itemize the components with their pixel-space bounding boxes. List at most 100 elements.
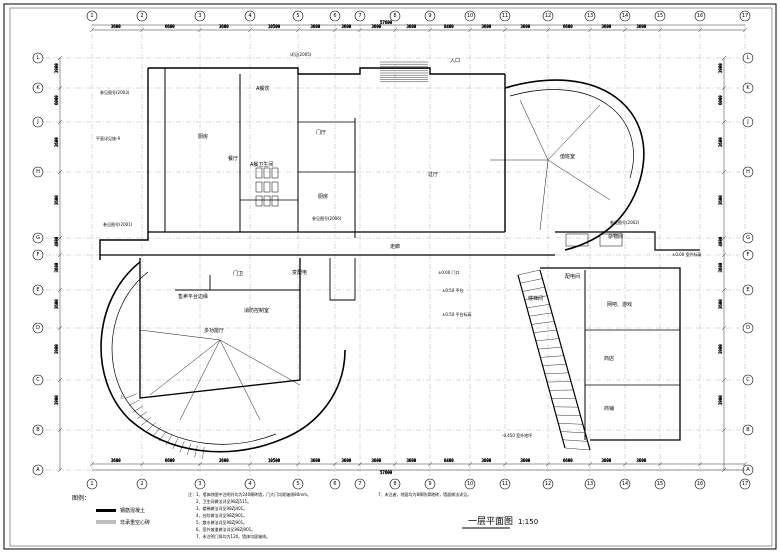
axis-label: 7 [358,481,361,487]
note-line: 注：1、墙体除图中注明外均为240厚砖墙，门大门均距轴线80mm。 [188,491,311,497]
axis-bubble-left: K [32,82,44,94]
axis-bubble-top: 1 [86,10,98,22]
step-line [136,411,147,419]
dim-bottom-segment: 8400 [444,458,454,463]
annotation: 详见(2005) [290,51,312,57]
room-label: 配电间 [565,273,580,280]
stair-tread [533,329,557,333]
axis-bubble-left: F [32,249,44,261]
axis-bubble-right: F [742,249,754,261]
axis-bubble-top: 14 [619,10,631,22]
axis-label: 8 [393,13,396,19]
axis-bubble-bottom: 6 [329,478,341,490]
stair-tread [556,414,581,416]
axis-label: 17 [742,13,748,19]
annotation: ±0.50 平台 [442,287,464,293]
axis-bubble-bottom: 13 [584,478,596,490]
dim-left-segment: 3900 [54,63,59,73]
stair-tread [558,423,583,425]
axis-bubble-right: L [742,52,754,64]
legend: 图例： 钢筋混凝土 非承重空心砖 [72,494,150,526]
axis-label: 2 [140,13,143,19]
dim-top-segment: 3600 [482,24,492,29]
dim-right-segment: 3900 [718,344,723,354]
stair-tread [560,431,586,434]
step-line [147,422,156,431]
axis-bubble-left: H [32,166,44,178]
room-label: 网吧、游戏 [607,301,632,308]
dim-right-segment: 3900 [718,63,723,73]
room-label: 商铺 [604,405,614,412]
dim-top-segment: 3600 [342,24,352,29]
step-line [141,416,152,426]
axis-bubble-top: 2 [136,10,148,22]
dim-top-segment: 8400 [444,24,454,29]
arc-left-hall [100,261,346,453]
dim-bottom-segment: 10500 [268,458,281,463]
dim-top-segment: 3600 [521,24,531,29]
drawing-title: 一层平面图 [468,516,513,527]
dim-left-segment: 4900 [54,236,59,246]
room-label: 门厅 [316,129,326,136]
axis-bubble-bottom: 3 [194,478,206,490]
room-label: 门卫 [233,270,243,277]
drawing-inner-border [9,7,773,547]
axis-bubble-left: D [32,322,44,334]
axis-bubble-top: 8 [389,10,401,22]
stair-tread [522,286,545,292]
dim-top-segment: 3600 [637,24,647,29]
arc-left-hall-inner [111,271,277,445]
axis-label: 14 [622,13,628,19]
dim-bottom-total: 57600 [380,470,393,475]
axis-bubble-right: C [742,374,754,386]
dim-bottom-segment: 3600 [219,458,229,463]
dim-bottom-segment: 3600 [342,458,352,463]
axis-label: 1 [90,13,93,19]
axis-label: 5 [296,13,299,19]
legend-swatch-concrete [96,509,116,512]
step-line [186,443,191,456]
axis-label: 7 [358,13,361,19]
axis-label: D [36,325,40,331]
axis-bubble-bottom: 10 [464,478,476,490]
arc-right-hall [504,79,645,251]
dim-right-segment: 3600 [718,299,723,309]
axis-bubble-left: L [32,52,44,64]
dim-top-segment: 3600 [219,24,229,29]
room-label: 过厅 [428,171,438,178]
axis-label: G [36,235,40,241]
axis-bubble-top: 13 [584,10,596,22]
dim-top-segment: 3600 [372,24,382,29]
room-label: 消防控制室 [244,307,269,314]
note-line: 2、卫生间做法详见98ZJ511。 [196,498,251,504]
axis-bubble-right: H [742,166,754,178]
note-line: 4、台阶做法详见98ZJ901。 [196,512,247,518]
stair-tread [529,312,552,317]
axis-bubble-left: C [32,374,44,386]
stair-tread [540,355,564,358]
axis-label: 12 [545,481,551,487]
axis-label: 13 [587,13,593,19]
axis-label: 3 [198,13,201,19]
axis-bubble-right: K [742,82,754,94]
dim-bottom-segment: 6600 [563,458,573,463]
axis-bubble-bottom: 9 [424,478,436,490]
dim-bottom-segment: 3600 [637,458,647,463]
axis-bubble-top: 5 [292,10,304,22]
axis-label: 16 [697,13,703,19]
dim-left-segment: 3600 [54,262,59,272]
axis-label: D [746,325,750,331]
axis-label: 12 [545,13,551,19]
dim-bottom-segment: 3600 [482,458,492,463]
room-label: 走廊 [390,243,400,250]
room-label: 餐厅 [228,155,238,162]
stair-tread [562,439,588,442]
axis-bubble-top: 4 [244,10,256,22]
axis-bubble-top: 6 [329,10,341,22]
room-label: A餐饮 [256,85,269,92]
building-walls [99,67,700,451]
legend-label: 钢筋混凝土 [120,507,145,514]
axis-label: H [746,169,750,175]
axis-bubble-bottom: 16 [694,478,706,490]
wall-lower-mid [329,258,356,301]
